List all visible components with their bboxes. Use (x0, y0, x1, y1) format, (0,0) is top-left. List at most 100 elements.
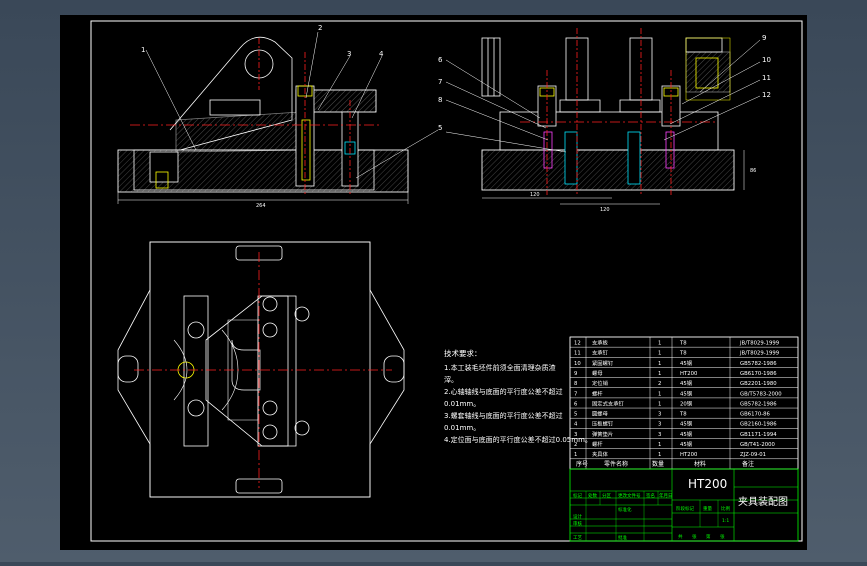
front-bracket (169, 36, 293, 151)
bom-cell-remark: GB2160-1986 (740, 422, 777, 428)
plan-left-slot (117, 355, 139, 383)
rev-header-mark: 标记 (573, 492, 582, 499)
bom-cell-qty: 1 (658, 452, 661, 458)
stage-scale-value: 1:1 (722, 518, 729, 524)
callout-9: 9 (762, 34, 766, 42)
bom-cell-material: T8 (679, 341, 687, 347)
bom-header-name: 零件名称 (604, 460, 628, 468)
tech-line-1: 1.本工装毛坯件前须全面清理杂质渣 (444, 363, 556, 372)
callout-5: 5 (438, 124, 442, 132)
tech-line-4: 0.01mm。 (444, 400, 480, 408)
bom-cell-no: 2 (574, 442, 577, 448)
bom-cell-material: T8 (679, 412, 687, 418)
plan-u-slot (231, 339, 261, 391)
side-dim-text-1: 120 (530, 192, 540, 198)
side-dim-text-2: 120 (600, 207, 610, 213)
bom-cell-remark: GB6170-86 (740, 412, 770, 418)
bom-cell-qty: 3 (658, 432, 661, 438)
side-pin-2 (627, 131, 641, 185)
bom-cell-remark: GB2201-1980 (740, 381, 777, 387)
side-pin-1 (564, 131, 578, 185)
bom-cell-qty: 2 (658, 381, 661, 387)
bom-cell-qty: 1 (658, 371, 661, 377)
sheet-total-label: 共 (678, 533, 683, 540)
bom-cell-remark: GB6170-1986 (740, 371, 777, 377)
tech-line-6: 0.01mm。 (444, 424, 480, 432)
sign-approve: 批准 (618, 534, 627, 541)
side-left-post (481, 37, 501, 97)
bom-cell-remark: GB/T5783-2000 (740, 391, 782, 397)
callout-8: 8 (438, 96, 442, 104)
stage-header-scale: 比例 (721, 505, 730, 512)
bom-cell-material: 45钢 (680, 359, 692, 367)
tech-heading: 技术要求： (444, 348, 482, 358)
tech-line-7: 4.定位面与底面的平行度公差不超过0.05mm。 (444, 435, 592, 444)
callout-11: 11 (762, 74, 771, 82)
bom-cell-material: 20钢 (680, 399, 692, 407)
bom-cell-no: 1 (574, 452, 577, 458)
front-view (117, 31, 439, 204)
bom-cell-name: 弹簧垫片 (592, 430, 613, 438)
bom-cell-qty: 1 (658, 391, 661, 397)
rev-header-sign: 签名 (646, 492, 655, 499)
bom-cell-no: 11 (574, 351, 581, 357)
callout-7: 7 (438, 78, 442, 86)
rev-header-zone: 分区 (602, 492, 611, 499)
bom-cell-qty: 1 (658, 401, 661, 407)
bom-cell-remark: GB5782-1986 (740, 401, 777, 407)
bom-cell-material: 45钢 (680, 430, 692, 438)
tech-requirements: 技术要求： 1.本工装毛坯件前须全面清理杂质渣 滓。 2.心轴轴线与底面的平行度… (444, 348, 592, 444)
bom-header-material: 材料 (694, 460, 706, 468)
sheet-total-unit: 张 (692, 533, 697, 540)
bom-cell-material: HT200 (680, 371, 698, 377)
bom-cell-material: 45钢 (680, 420, 692, 428)
title-drawing-name: 夹具装配图 (738, 495, 788, 508)
side-body (499, 111, 719, 151)
tech-line-2: 滓。 (444, 375, 458, 384)
bom-cell-name: 螺母 (592, 369, 603, 377)
bom-cell-remark: JB/T8029-1999 (739, 351, 779, 357)
bom-cell-no: 3 (574, 432, 577, 438)
bom-cell-remark: GB5782-1986 (740, 361, 777, 367)
bom-header-remark: 备注 (742, 460, 754, 468)
bom-cell-name: 螺杆 (592, 440, 603, 448)
bom-cell-qty: 3 (658, 422, 661, 428)
bom-cell-material: T8 (679, 351, 687, 357)
sign-process: 工艺 (573, 535, 582, 541)
bom-cell-qty: 3 (658, 412, 661, 418)
plan-bottom-slot (235, 478, 283, 494)
bom-cell-no: 10 (574, 361, 581, 367)
stage-header-weight: 重量 (703, 505, 712, 512)
sign-review: 审核 (573, 520, 582, 527)
bom-cell-qty: 1 (658, 442, 661, 448)
bom-cell-qty: 1 (658, 361, 661, 367)
bom-cell-qty: 1 (658, 341, 661, 347)
bom-cell-name: 支承钉 (592, 349, 609, 357)
plan-view (117, 241, 405, 498)
callout-10: 10 (762, 56, 771, 64)
bom-cell-remark: JB/T8029-1999 (739, 341, 779, 347)
bom-cell-no: 5 (574, 412, 577, 418)
sheet-index-unit: 张 (720, 533, 725, 540)
plan-right-slot (383, 355, 405, 383)
bom-cell-no: 4 (574, 422, 578, 428)
rev-header-count: 处数 (588, 492, 597, 499)
bom-cell-material: 45钢 (680, 379, 692, 387)
bom-cell-no: 7 (574, 391, 577, 397)
tech-line-3: 2.心轴轴线与底面的平行度公差不超过 (444, 387, 563, 396)
bom-cell-no: 8 (574, 381, 578, 387)
bom-header-qty: 数量 (652, 460, 664, 468)
callout-3: 3 (347, 50, 351, 58)
bom-cell-name: 夹具体 (592, 450, 609, 458)
bom-cell-name: 定位销 (592, 379, 609, 387)
drawing-border (90, 20, 803, 542)
bom-cell-remark: GB1171-1994 (740, 432, 777, 438)
bom-cell-remark: GB/T41-2000 (740, 442, 776, 448)
bom-cell-no: 9 (574, 371, 577, 377)
callout-6: 6 (438, 56, 443, 64)
title-block: HT200 夹具装配图 标记 处数 分区 更改文件号 签名 年月日 设计 标准化… (569, 468, 799, 542)
bom-cell-material: 45钢 (680, 389, 692, 397)
bom-cell-name: 圆螺母 (592, 410, 608, 418)
